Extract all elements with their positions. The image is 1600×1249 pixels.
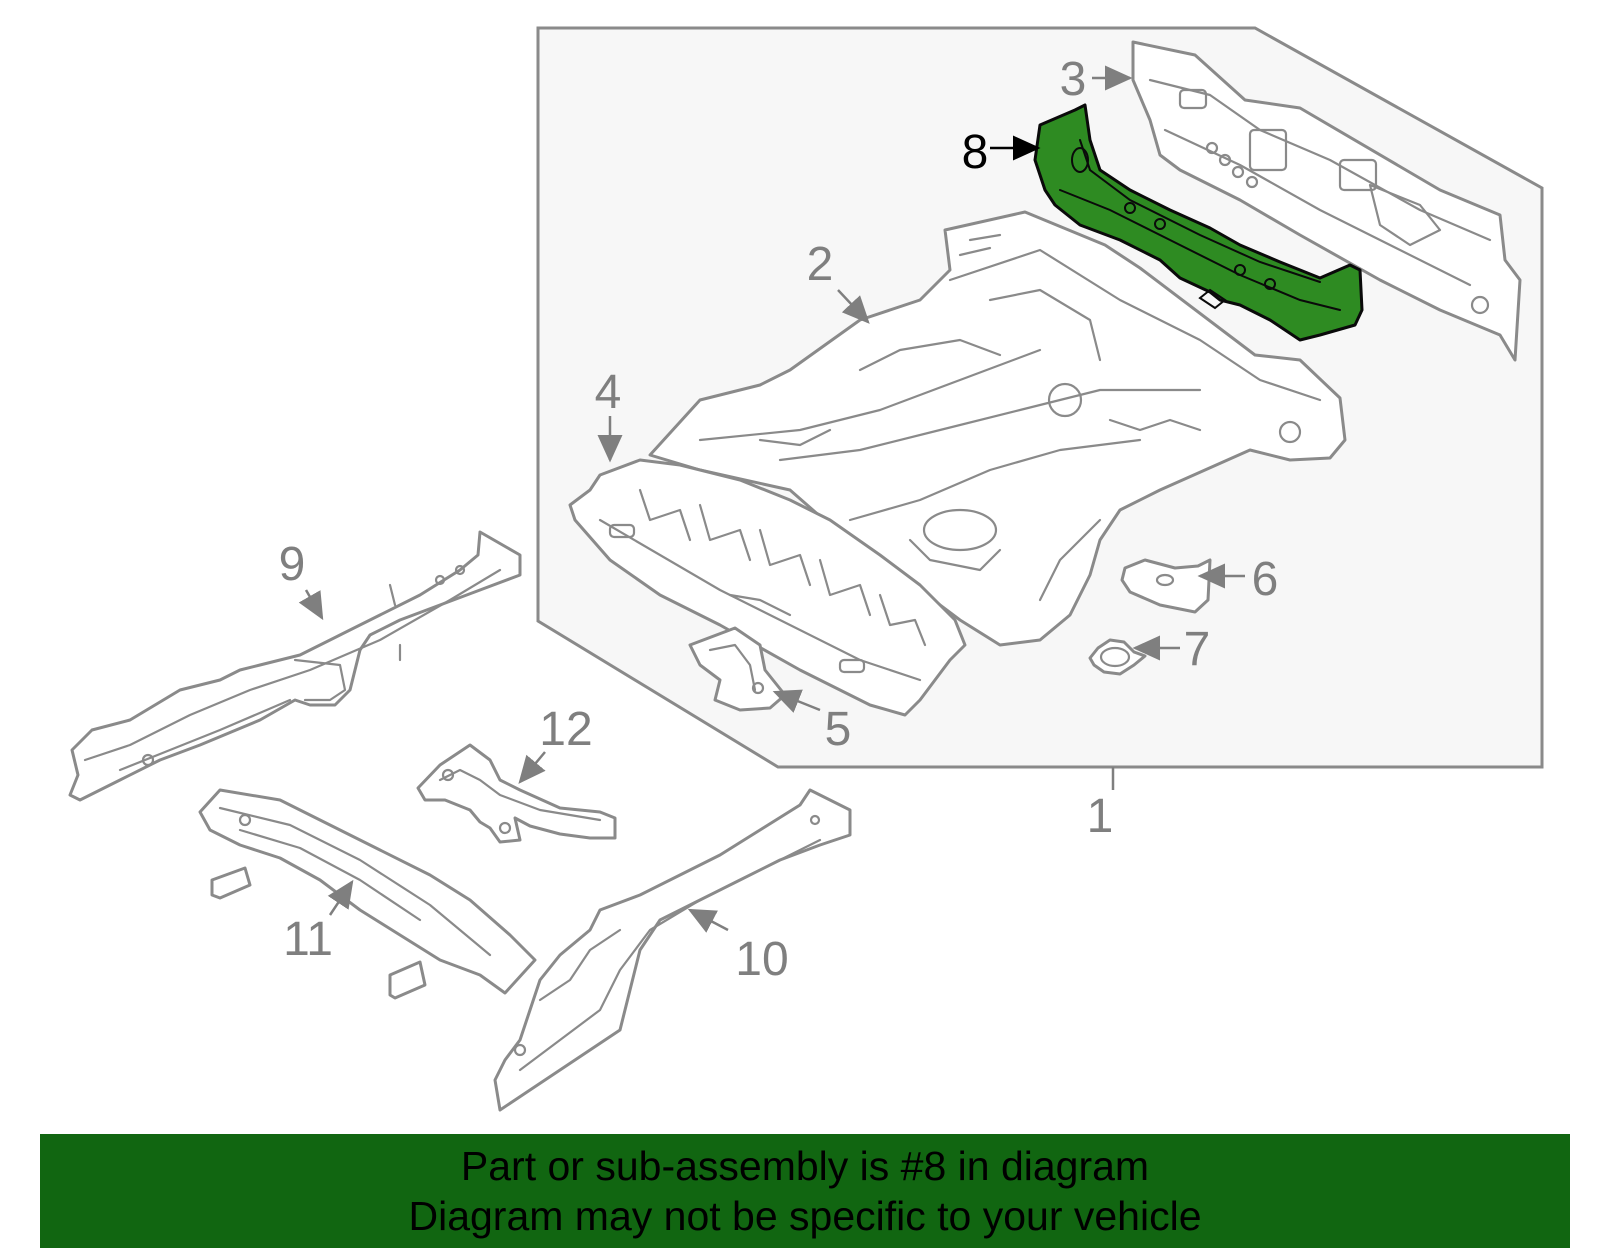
callout-3: 3 — [1060, 53, 1087, 106]
leader-2 — [837, 289, 870, 324]
callout-4: 4 — [595, 366, 622, 419]
part-4-front-floor — [568, 458, 967, 717]
callout-7: 7 — [1184, 623, 1211, 676]
callout-5: 5 — [825, 703, 852, 756]
leader-12 — [518, 751, 546, 784]
callout-9: 9 — [279, 538, 306, 591]
part-10-rear-rail — [493, 788, 852, 1112]
callout-6: 6 — [1252, 553, 1279, 606]
callout-10: 10 — [735, 933, 788, 986]
callout-12: 12 — [539, 703, 592, 756]
callout-1: 1 — [1087, 790, 1114, 843]
leader-5 — [772, 689, 821, 713]
banner-line-part: Part or sub-assembly is #8 in diagram — [460, 1143, 1150, 1189]
part-8-crossmember-highlighted — [1033, 103, 1364, 342]
part-6-bracket — [1120, 558, 1212, 614]
part-5-bracket — [688, 626, 787, 712]
callout-11: 11 — [283, 913, 333, 966]
info-banner: Part or sub-assembly is #8 in diagram Di… — [40, 1134, 1570, 1248]
callout-8: 8 — [962, 126, 989, 179]
part-11-crossmember — [198, 788, 537, 1000]
leader-9 — [298, 589, 324, 621]
leader-10 — [687, 908, 729, 933]
part-2-floor-pan — [648, 210, 1347, 647]
part-12-bracket — [416, 743, 617, 844]
part-9-side-rail — [68, 530, 522, 802]
part-3-rear-panel — [1131, 40, 1522, 362]
leader-11 — [327, 879, 354, 916]
banner-line-disclaimer: Diagram may not be specific to your vehi… — [408, 1193, 1202, 1239]
callout-2: 2 — [807, 238, 834, 291]
